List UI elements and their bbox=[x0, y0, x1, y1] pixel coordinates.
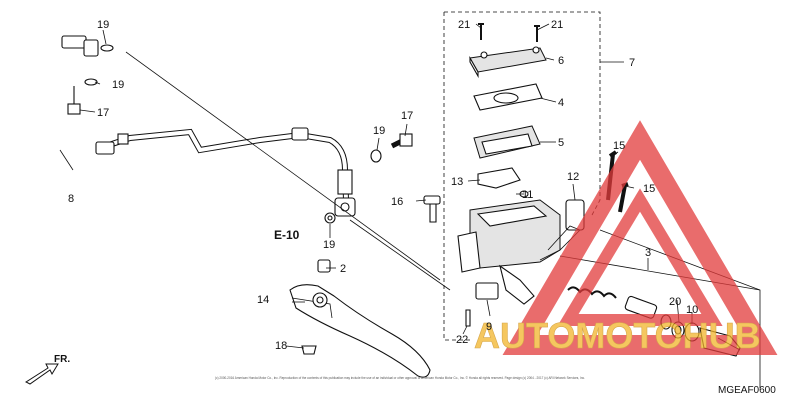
callout-10: 10 bbox=[686, 304, 698, 316]
callout-2: 2 bbox=[340, 263, 346, 275]
callout-13: 13 bbox=[451, 176, 463, 188]
callout-21: 21 bbox=[458, 19, 470, 31]
diagram-code: MGEAF0600 bbox=[718, 385, 776, 396]
callout-19: 19 bbox=[97, 19, 109, 31]
watermark: AUTOMOTOHUB bbox=[474, 120, 778, 356]
master-cylinder bbox=[423, 150, 629, 327]
callout-5: 5 bbox=[558, 137, 564, 149]
reservoir-parts bbox=[469, 23, 547, 198]
watermark-text: AUTOMOTOHUB bbox=[474, 315, 761, 356]
clutch-hose bbox=[35, 35, 356, 217]
callout-12: 12 bbox=[567, 171, 579, 183]
callout-11: 11 bbox=[522, 189, 533, 201]
callout-16: 16 bbox=[391, 196, 403, 208]
callout-15: 15 bbox=[613, 140, 625, 152]
callout-4: 4 bbox=[558, 97, 564, 109]
callout-8: 8 bbox=[68, 193, 74, 205]
callout-6: 6 bbox=[558, 55, 564, 67]
callout-7: 7 bbox=[629, 57, 635, 69]
callout-14: 14 bbox=[257, 294, 269, 306]
copyright-notice: (c) 2000-2016 American Honda Motor Co., … bbox=[215, 375, 585, 380]
reference-e10: E-10 bbox=[274, 228, 300, 242]
callout-19: 19 bbox=[112, 79, 124, 91]
hose-hardware bbox=[67, 44, 413, 224]
callout-21: 21 bbox=[551, 19, 563, 31]
callout-19: 19 bbox=[373, 125, 385, 137]
callout-15: 15 bbox=[643, 183, 655, 195]
callout-20: 20 bbox=[669, 296, 681, 308]
callout-22: 22 bbox=[456, 334, 468, 346]
callout-19: 19 bbox=[323, 239, 335, 251]
front-label: FR. bbox=[54, 354, 70, 365]
leader-lines bbox=[59, 23, 761, 388]
callout-18: 18 bbox=[275, 340, 287, 352]
callout-3: 3 bbox=[645, 247, 651, 259]
callout-17: 17 bbox=[401, 110, 413, 122]
callout-9: 9 bbox=[486, 321, 492, 333]
front-direction-icon bbox=[24, 363, 59, 385]
clutch-lever bbox=[289, 259, 431, 378]
callout-17: 17 bbox=[97, 107, 109, 119]
callout-labels: 19 19 17 8 17 19 19 E-10 2 14 18 16 13 1… bbox=[68, 19, 698, 352]
